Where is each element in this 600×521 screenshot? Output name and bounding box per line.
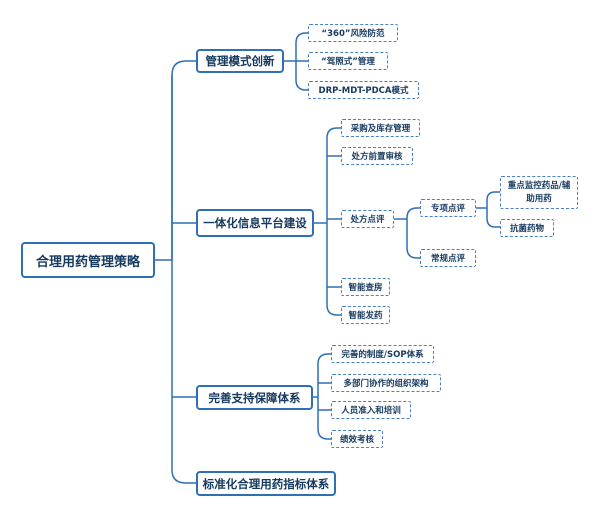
connector-b1-c1 <box>295 32 308 44</box>
branch-support-system: 完善支持保障体系 <box>196 385 313 410</box>
connector-b1-c3 <box>295 79 308 91</box>
risk-prevention-360: “360”风险防范 <box>308 24 398 42</box>
connector-b2-c5 <box>326 304 341 316</box>
pre-prescription-review: 处方前置审核 <box>341 147 413 165</box>
root-node: 合理用药管理策略 <box>21 242 155 278</box>
multi-department-organization: 多部门协作的组织架构 <box>331 374 441 392</box>
smart-ward-round: 智能查房 <box>341 278 390 296</box>
smart-dispensing: 智能发药 <box>341 306 390 324</box>
connector-review-routine <box>406 247 420 259</box>
procurement-inventory: 采购及库存管理 <box>341 119 420 137</box>
connector-b3-c4 <box>317 428 331 440</box>
connector-trunk-2 <box>171 75 196 484</box>
license-style-management: “驾照式”管理 <box>308 52 388 70</box>
connector-b2-c1 <box>326 127 341 139</box>
performance-assessment: 绩效考核 <box>331 430 383 448</box>
connector-review-special <box>406 207 420 219</box>
sop-system: 完善的制度/SOP体系 <box>331 345 434 363</box>
branch-indicator-system: 标准化合理用药指标体系 <box>196 471 336 496</box>
connector-special-c1 <box>486 191 500 201</box>
antibacterial-drugs: 抗菌药物 <box>500 219 554 237</box>
special-review: 专项点评 <box>420 199 476 217</box>
prescription-review: 处方点评 <box>341 210 394 228</box>
key-monitored-drugs: 重点监控药品/辅助用药 <box>500 176 578 209</box>
routine-review: 常规点评 <box>420 249 476 267</box>
connector-trunk-1 <box>171 60 196 260</box>
branch-management-innovation: 管理模式创新 <box>196 49 284 73</box>
connector-special-c2 <box>486 217 500 228</box>
drp-mdt-pdca-mode: DRP-MDT-PDCA模式 <box>308 81 419 99</box>
branch-integrated-platform: 一体化信息平台建设 <box>196 209 314 237</box>
staff-access-training: 人员准入和培训 <box>331 401 411 419</box>
connector-b3-c1 <box>317 353 331 365</box>
